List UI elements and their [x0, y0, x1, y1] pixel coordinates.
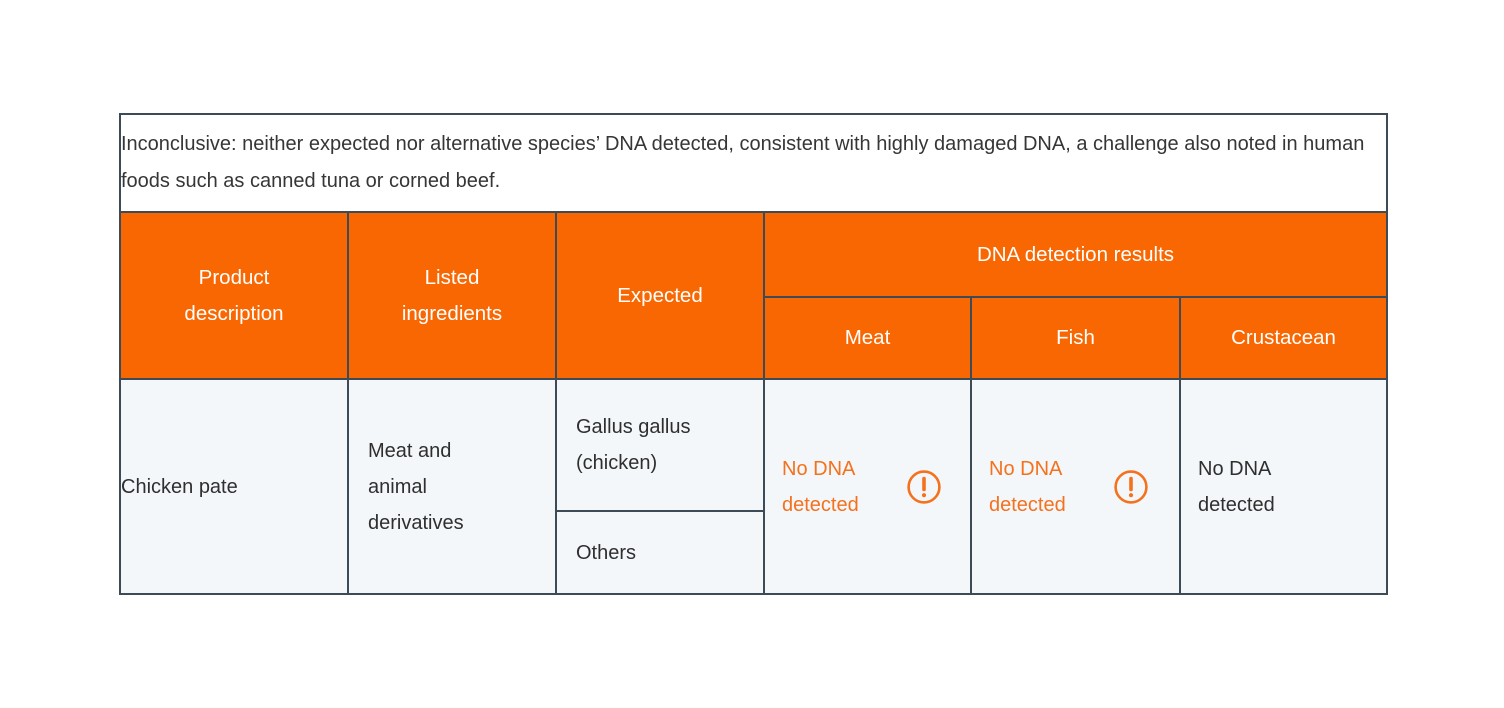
col-header-listed-ingredients-label: Listed ingredients [401, 265, 503, 325]
expected-secondary-value: Others [576, 541, 637, 564]
cell-expected-primary: Gallus gallus (chicken) [555, 378, 765, 512]
col-header-dna-detection-results-label: DNA detection results [976, 242, 1175, 266]
meat-result-content: No DNA detected [765, 451, 970, 523]
cell-crustacean-result: No DNA detected [1179, 378, 1388, 595]
col-header-crustacean: Crustacean [1179, 296, 1388, 380]
dna-detection-table: Inconclusive: neither expected nor alter… [119, 113, 1388, 595]
col-header-product-description-label: Product description [184, 265, 284, 325]
col-header-meat: Meat [763, 296, 972, 380]
cell-fish-result: No DNA detected [970, 378, 1181, 595]
inconclusive-note-cell: Inconclusive: neither expected nor alter… [119, 113, 1388, 213]
expected-primary-value: Gallus gallus (chicken) [576, 416, 691, 474]
col-header-dna-detection-results: DNA detection results [763, 211, 1388, 298]
col-header-meat-label: Meat [844, 326, 891, 349]
col-header-crustacean-label: Crustacean [1231, 326, 1336, 349]
table-row: Chicken pate Meat and animal derivatives… [119, 378, 1388, 595]
product-description-value: Chicken pate [121, 475, 238, 498]
col-header-expected: Expected [555, 211, 765, 380]
fish-result-content: No DNA detected [972, 451, 1179, 523]
exclamation-circle-icon [907, 469, 941, 504]
crustacean-result-content: No DNA detected [1181, 451, 1386, 523]
col-header-listed-ingredients: Listed ingredients [347, 211, 557, 380]
inconclusive-note-text: Inconclusive: neither expected nor alter… [121, 133, 1365, 192]
fish-result-value: No DNA detected [989, 457, 1066, 516]
note-row: Inconclusive: neither expected nor alter… [119, 113, 1388, 213]
crustacean-result-value: No DNA detected [1198, 457, 1275, 516]
header-row-main: Product description Listed ingredients E… [119, 211, 1388, 380]
exclamation-circle-icon [1114, 469, 1148, 504]
col-header-expected-label: Expected [617, 283, 703, 307]
cell-listed-ingredients: Meat and animal derivatives [347, 378, 557, 595]
listed-ingredients-value: Meat and animal derivatives [368, 439, 464, 534]
col-header-fish-label: Fish [1056, 326, 1095, 349]
header-row-sub: Meat Fish Crustacean [120, 296, 1388, 380]
cell-product-description: Chicken pate [119, 378, 349, 595]
table-row: Others [120, 510, 1387, 595]
meat-result-value: No DNA detected [782, 457, 859, 516]
cell-expected-secondary: Others [555, 510, 765, 595]
cell-meat-result: No DNA detected [763, 378, 972, 595]
col-header-product-description: Product description [119, 211, 349, 380]
col-header-fish: Fish [970, 296, 1181, 380]
